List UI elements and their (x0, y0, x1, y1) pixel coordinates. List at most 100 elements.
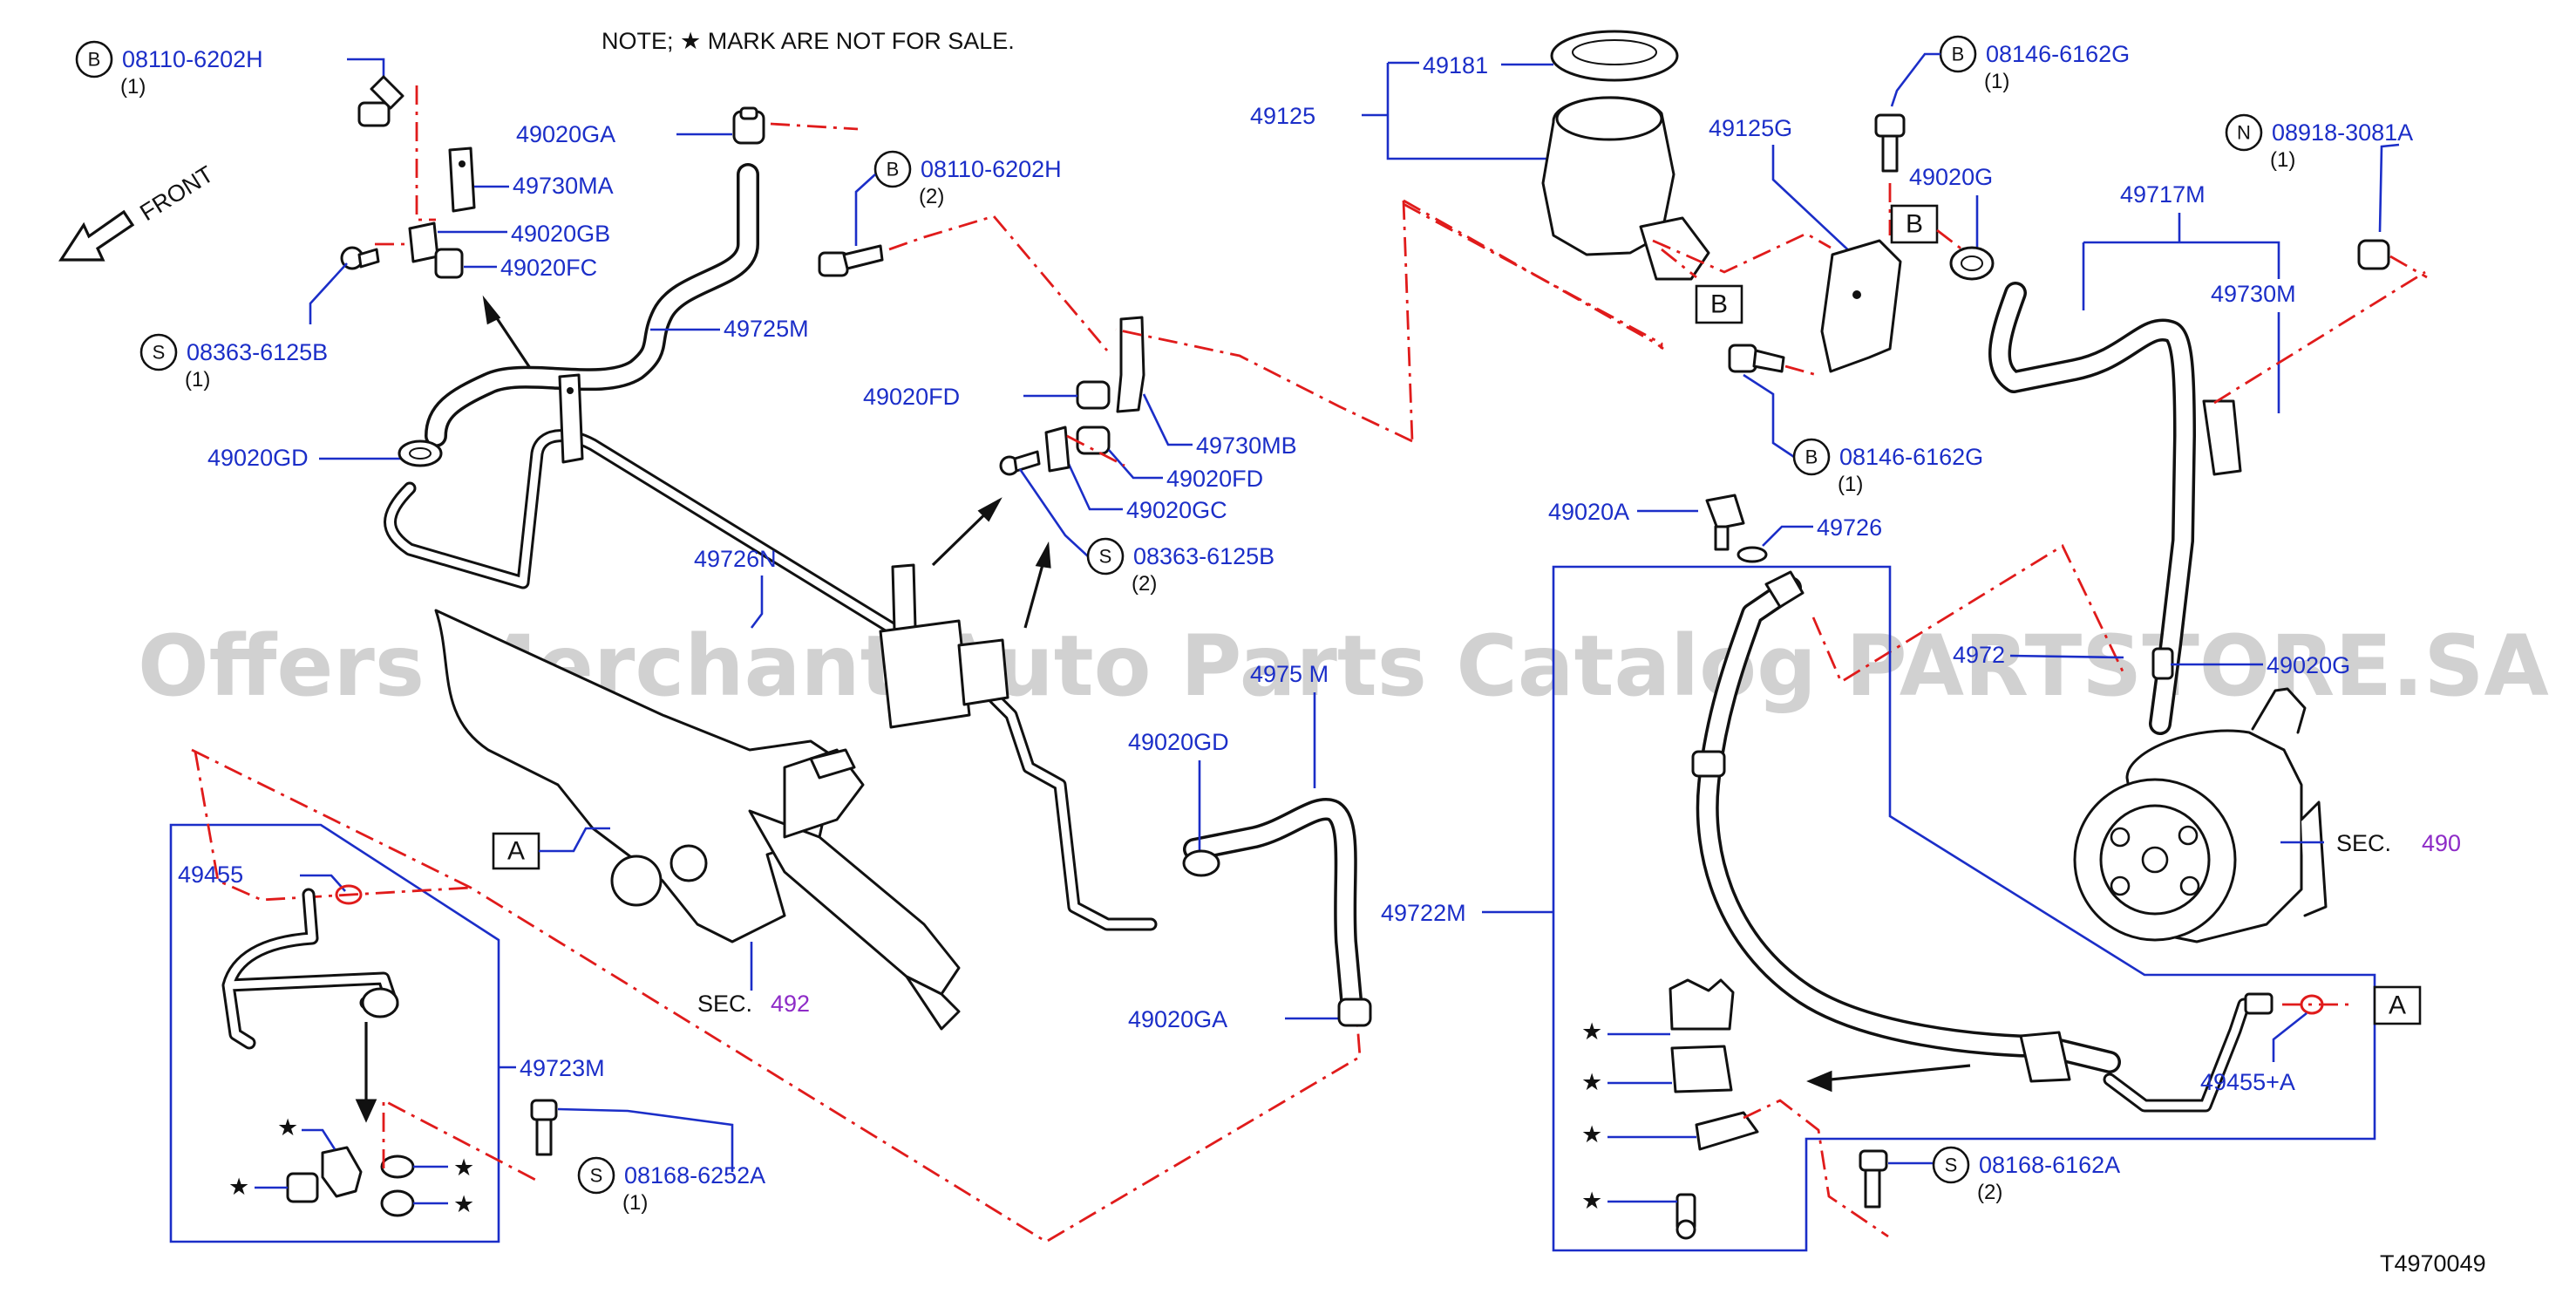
banjo-bolt-icon (1705, 494, 1745, 551)
bolt-icon (1874, 113, 1906, 173)
circle-b-icon (873, 150, 912, 188)
star-icon: ★ (277, 1114, 298, 1141)
svg-text:B: B (1952, 44, 1965, 65)
bolt-qty: (1) (1984, 70, 2009, 93)
callout-b-08146-6162g-low[interactable]: B 08146-6162G (1) (1792, 438, 1983, 496)
bolt-icon (818, 244, 884, 277)
callout-s-08363-6125b-mid[interactable]: S 08363-6125B (2) (1086, 537, 1274, 596)
callout-n-08918-3081a[interactable]: N 08918-3081A (1) (2225, 113, 2413, 172)
clip-49020gc-icon (1044, 426, 1071, 473)
part-label-49726[interactable]: 49726 (1817, 514, 1882, 541)
part-label-49726n[interactable]: 49726N (694, 546, 777, 572)
bolt-icon (1728, 344, 1785, 373)
part-label-49020a[interactable]: 49020A (1548, 499, 1629, 525)
sec-492-prefix[interactable]: SEC. (697, 991, 752, 1017)
bolt-qty: (1) (2270, 148, 2295, 172)
pipe-bracket-center-icon (879, 563, 1009, 729)
hose-clamp-icon (1337, 998, 1372, 1027)
bolt-code: 08168-6252A (624, 1162, 765, 1188)
part-label-49455[interactable]: 49455 (178, 862, 243, 888)
svg-text:S: S (1945, 1154, 1958, 1176)
hose-clamp-icon (732, 106, 765, 145)
part-label-4972[interactable]: 4972 (1953, 642, 2005, 668)
bracket-49730mb-icon (1116, 316, 1145, 413)
bolt-s-icon (999, 450, 1041, 476)
group-box-49723m (169, 823, 500, 1243)
nut-icon (2357, 239, 2390, 270)
bracket-clamp-icon (286, 1146, 415, 1217)
svg-text:B: B (1710, 290, 1728, 319)
ref-box-a-right[interactable]: A (2373, 985, 2422, 1025)
part-label-49020gc[interactable]: 49020GC (1126, 497, 1227, 523)
diagram-id: T4970049 (2380, 1250, 2486, 1277)
sec-492-num[interactable]: 492 (771, 991, 810, 1017)
callout-s-08363-6125b[interactable]: S 08363-6125B (1) (139, 333, 328, 392)
note-text: NOTE; ★ MARK ARE NOT FOR SALE. (602, 28, 1015, 54)
clamp-bracket-icon (1669, 978, 1759, 1240)
circle-b-icon (1792, 438, 1831, 476)
star-icon: ★ (453, 1191, 474, 1217)
part-label-49455-a[interactable]: 49455+A (2200, 1069, 2295, 1095)
part-label-4975m[interactable]: 4975 M (1250, 661, 1329, 687)
callout-b-08110-6202h-top[interactable]: B 08110-6202H (1) (75, 40, 263, 99)
part-label-49020fc[interactable]: 49020FC (500, 255, 597, 281)
part-label-49730m[interactable]: 49730M (2211, 281, 2296, 307)
part-label-49020g-top[interactable]: 49020G (1909, 164, 1993, 190)
ref-box-a-left[interactable]: A (492, 832, 540, 870)
part-label-49020ga[interactable]: 49020GA (516, 121, 615, 147)
star-icon: ★ (453, 1154, 474, 1181)
callout-s-08168-6252a[interactable]: S 08168-6252A (1) (577, 1156, 765, 1215)
svg-text:N: N (2237, 122, 2251, 144)
part-label-49020g-right[interactable]: 49020G (2267, 652, 2350, 678)
star-icon: ★ (1581, 1069, 1602, 1095)
part-label-49125[interactable]: 49125 (1250, 103, 1315, 129)
o-ring-icon (335, 884, 363, 905)
svg-text:B: B (887, 159, 900, 180)
star-icon: ★ (1581, 1018, 1602, 1045)
hose-clamp-icon (1949, 246, 1995, 281)
part-label-49730mb[interactable]: 49730MB (1196, 432, 1297, 459)
svg-text:A: A (507, 837, 525, 866)
part-label-49125g[interactable]: 49125G (1709, 115, 1792, 141)
bolt-qty: (1) (622, 1191, 648, 1215)
part-label-49722m[interactable]: 49722M (1381, 900, 1466, 926)
bolt-code: 08146-6162G (1839, 444, 1983, 470)
hose-fitting-icon (1691, 570, 2071, 1083)
star-icon: ★ (1581, 1188, 1602, 1214)
part-label-49020gd-mid[interactable]: 49020GD (1128, 729, 1229, 755)
svg-text:S: S (590, 1165, 603, 1187)
svg-text:B: B (1805, 446, 1818, 468)
part-label-49020fd-b[interactable]: 49020FD (1166, 466, 1263, 492)
callout-s-08168-6162a[interactable]: S 08168-6162A (2) (1932, 1146, 2120, 1204)
callout-b-08146-6162g-top[interactable]: B 08146-6162G (1) (1939, 35, 2130, 93)
hose-clamp-icon (1182, 849, 1220, 877)
sec-490-num[interactable]: 490 (2422, 830, 2461, 856)
reservoir-cap-icon (1550, 30, 1679, 82)
bolt-code: 08146-6162G (1986, 41, 2130, 67)
callout-b-08110-6202h-mid[interactable]: B 08110-6202H (2) (873, 150, 1062, 208)
reservoir-tank-icon (1541, 96, 1710, 281)
part-label-49730ma[interactable]: 49730MA (513, 173, 614, 199)
svg-text:A: A (2389, 991, 2406, 1020)
part-label-49181[interactable]: 49181 (1423, 52, 1488, 78)
circle-b-icon (75, 40, 113, 78)
bolt-code: 08110-6202H (921, 156, 1062, 182)
bolt-qty: (1) (120, 75, 146, 99)
ref-box-b-right[interactable]: B (1890, 204, 1939, 244)
part-label-49723m[interactable]: 49723M (520, 1055, 605, 1081)
bolt-icon (1859, 1149, 1888, 1209)
svg-text:S: S (153, 342, 166, 364)
ref-box-b-center[interactable]: B (1695, 284, 1743, 324)
bolt-icon (530, 1099, 558, 1156)
part-label-49725m[interactable]: 49725M (724, 316, 809, 342)
part-label-49020ga-low[interactable]: 49020GA (1128, 1006, 1227, 1032)
part-label-49020fd-a[interactable]: 49020FD (863, 384, 960, 410)
bolt-icon (357, 75, 404, 127)
part-label-49717m[interactable]: 49717M (2120, 181, 2206, 208)
reservoir-bracket-icon (1820, 239, 1902, 373)
sec-490-prefix[interactable]: SEC. (2336, 830, 2391, 856)
part-label-49020gb[interactable]: 49020GB (511, 221, 610, 247)
part-label-49020gd[interactable]: 49020GD (207, 445, 309, 471)
svg-text:B: B (88, 49, 101, 71)
